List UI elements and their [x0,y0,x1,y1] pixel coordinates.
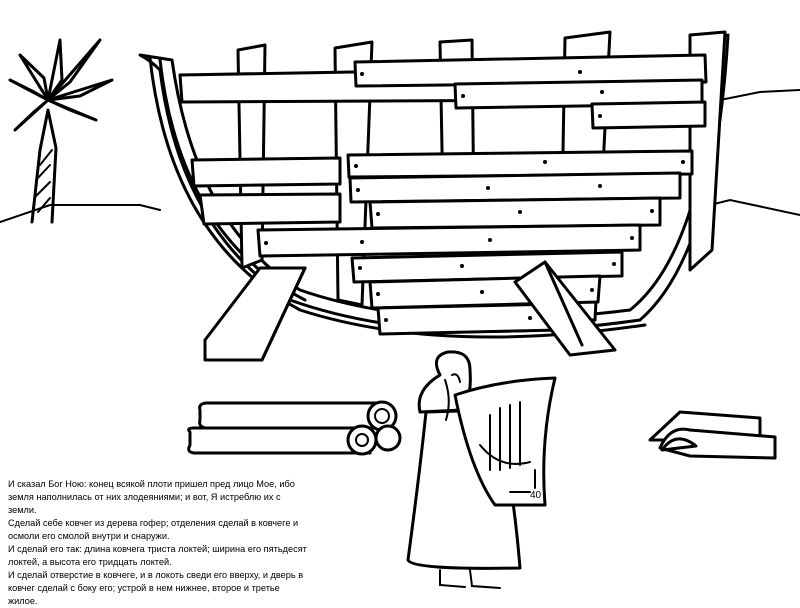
ark-supports [203,260,617,362]
blueprint-dimension-label: 40 [530,490,542,501]
palm-tree [8,38,114,224]
ark-planks [178,53,708,336]
log-pile-right [648,410,777,460]
caption-line: Сделай себе ковчег из дерева гофер; отде… [8,518,299,541]
scripture-caption: И сказал Бог Ною: конец всякой плоти при… [8,478,308,608]
plank-nails [264,70,685,322]
caption-line: И сказал Бог Ною: конец всякой плоти при… [8,479,295,515]
blueprint-scroll: 40 [453,376,557,507]
caption-line: И сделай отверстие в ковчеге, и в локоть… [8,570,304,606]
log-pile [187,400,402,456]
caption-line: И сделай его так: длина ковчега триста л… [8,544,307,567]
